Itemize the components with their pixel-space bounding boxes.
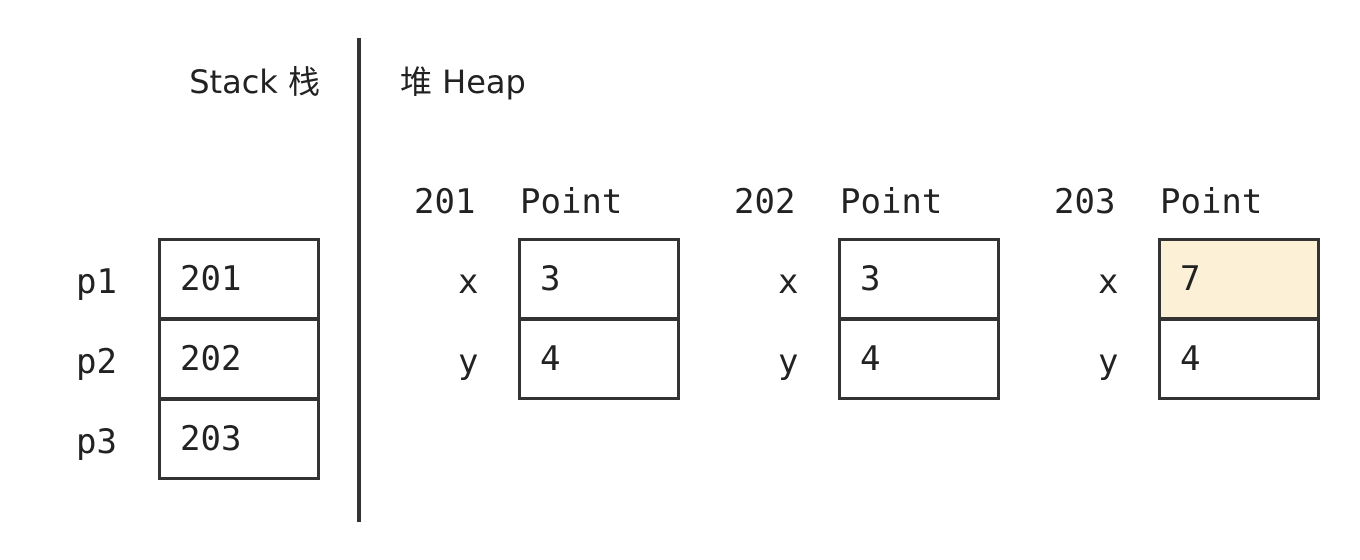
heap-object-type: Point	[520, 182, 623, 222]
field-value: 3	[860, 259, 881, 299]
stack-cell-value: 201	[180, 259, 242, 299]
stack-cell-value: 202	[180, 339, 242, 379]
field-value: 4	[540, 339, 561, 379]
stack-var-p1: p1	[76, 262, 117, 302]
heap-object-address: 203	[1054, 182, 1116, 222]
field-cell-y: 4	[518, 318, 680, 400]
heap-object-address: 201	[414, 182, 476, 222]
field-cell-x: 3	[518, 238, 680, 320]
field-name-x: x	[458, 262, 479, 302]
heap-object-type: Point	[840, 182, 943, 222]
field-name-x: x	[1098, 262, 1119, 302]
field-name-y: y	[458, 342, 479, 382]
stack-var-p2: p2	[76, 342, 117, 382]
stack-cell-p2: 202	[158, 318, 320, 400]
field-cell-x: 3	[838, 238, 1000, 320]
field-cell-x-highlighted: 7	[1158, 238, 1320, 320]
stack-cell-value: 203	[180, 419, 242, 459]
heap-object-address: 202	[734, 182, 796, 222]
field-name-y: y	[778, 342, 799, 382]
stack-cell-p1: 201	[158, 238, 320, 320]
field-value: 3	[540, 259, 561, 299]
field-name-y: y	[1098, 342, 1119, 382]
field-name-x: x	[778, 262, 799, 302]
field-cell-y: 4	[838, 318, 1000, 400]
heap-title: 堆 Heap	[400, 63, 526, 101]
field-value: 4	[860, 339, 881, 379]
stack-var-p3: p3	[76, 422, 117, 462]
field-cell-y: 4	[1158, 318, 1320, 400]
field-value: 7	[1180, 259, 1201, 299]
stack-title: Stack 栈	[189, 63, 320, 101]
stack-heap-divider	[357, 38, 361, 522]
field-value: 4	[1180, 339, 1201, 379]
stack-cell-p3: 203	[158, 398, 320, 480]
heap-object-type: Point	[1160, 182, 1263, 222]
